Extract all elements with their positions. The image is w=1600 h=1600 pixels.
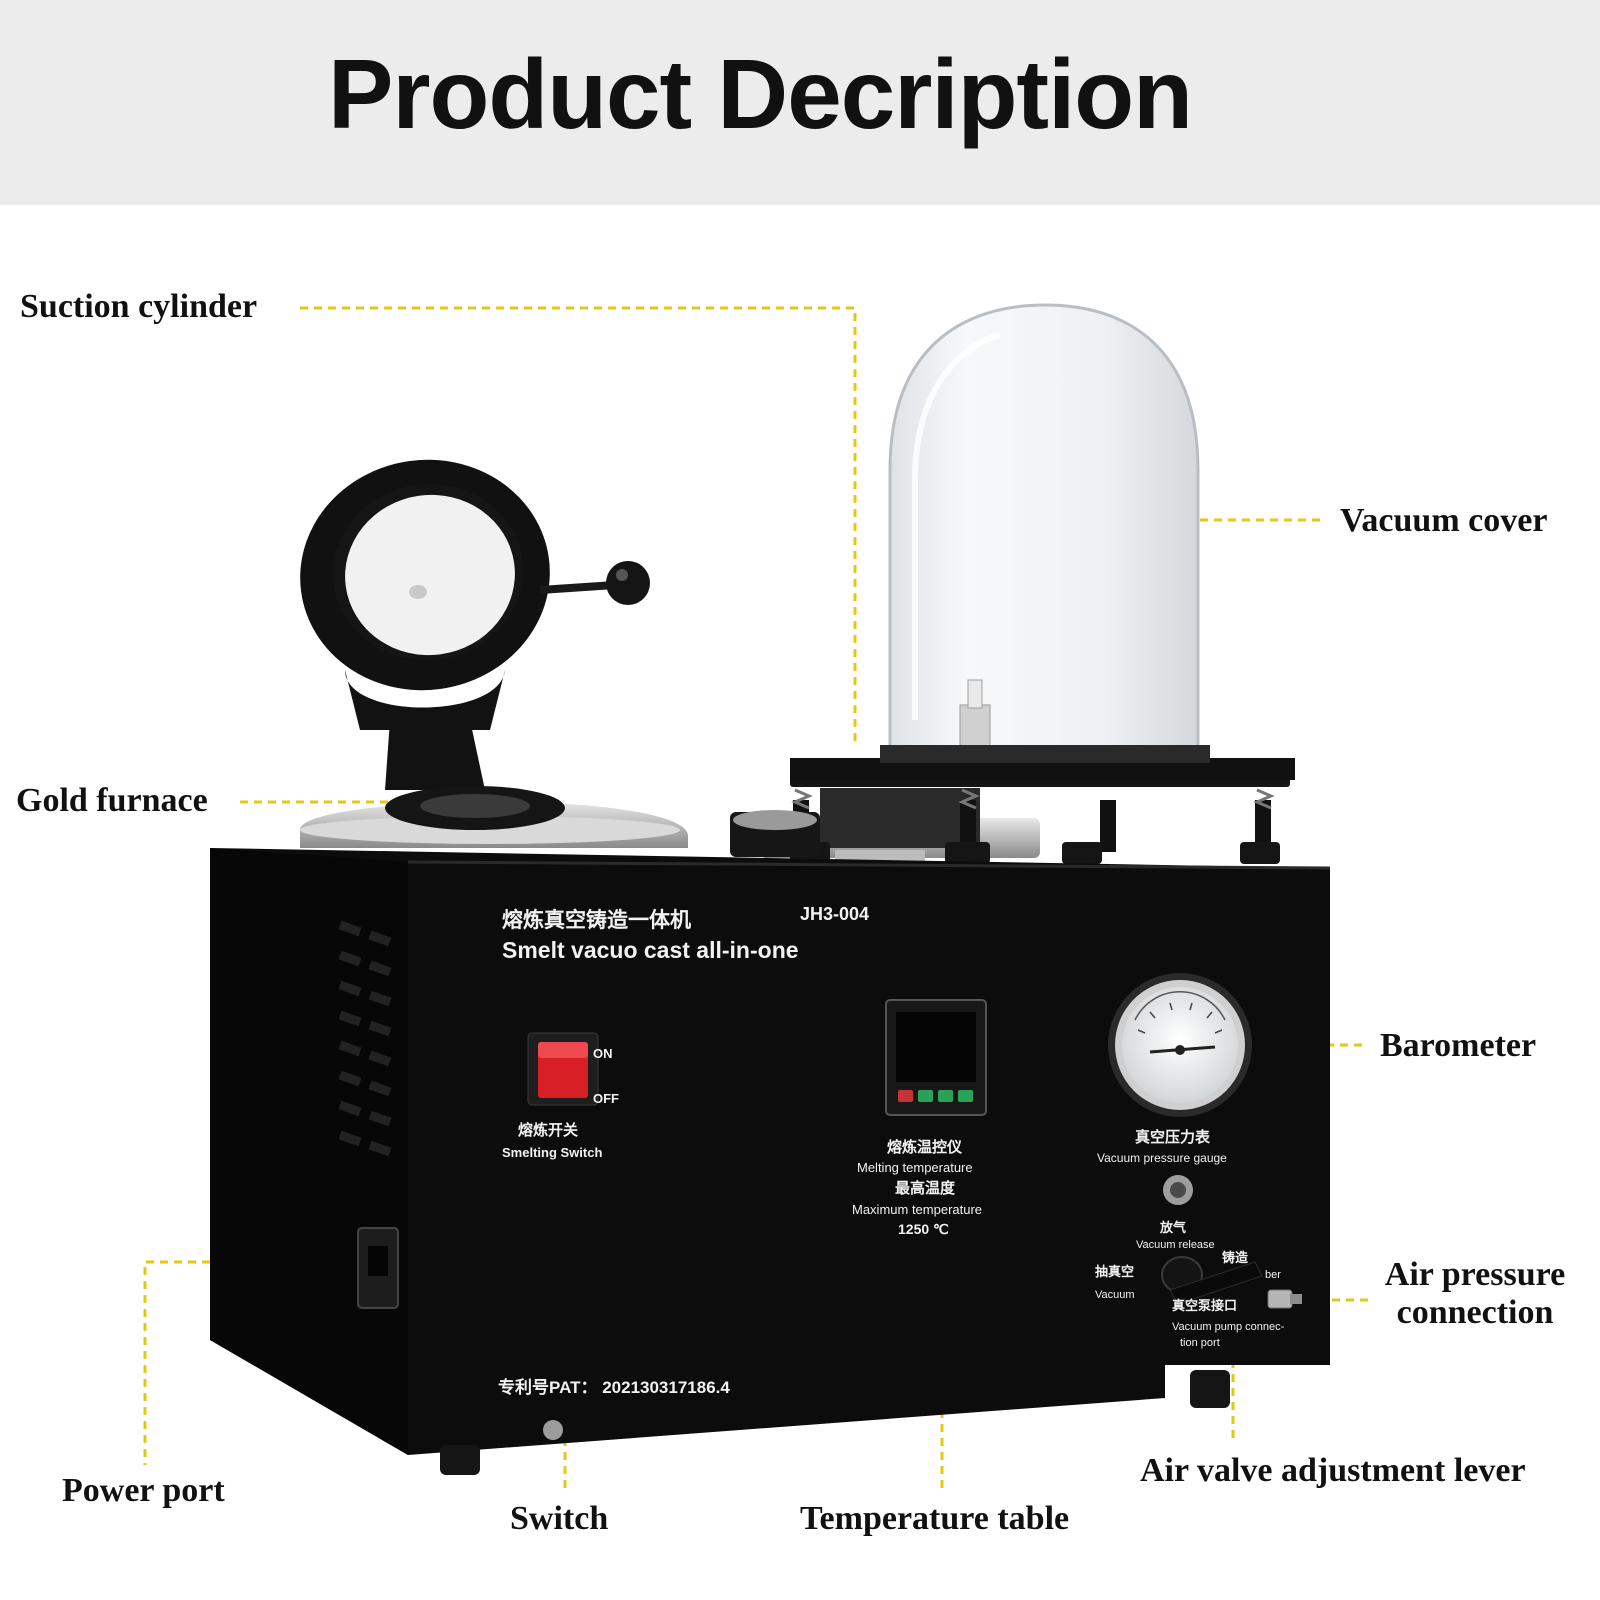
casting-label-cn: 铸造 [1222, 1250, 1249, 1265]
release-label-en: Vacuum release [1136, 1239, 1215, 1251]
switch-on-label: ON [593, 1046, 613, 1061]
dome-base [880, 745, 1210, 763]
vacuum-label-en: Vacuum [1095, 1289, 1135, 1301]
label-switch: Switch [510, 1500, 609, 1537]
vacuum-cover [888, 303, 1200, 754]
label-power-port: Power port [62, 1472, 225, 1509]
label-vacuum-cover: Vacuum cover [1340, 502, 1548, 539]
chamber-label-en: ber [1265, 1269, 1281, 1281]
switch-label-en: Smelting Switch [502, 1145, 602, 1160]
panel-title-cn: 熔炼真空铸造一体机 [502, 908, 691, 932]
max-temp-cn: 最高温度 [895, 1179, 956, 1197]
temp-label-cn: 熔炼温控仪 [887, 1138, 963, 1156]
air-valve-lever[interactable]: 抽真空 Vacuum 铸造 ber 真空泵接口 Vacuum pump conn… [1095, 1250, 1285, 1349]
gauge-label-en: Vacuum pressure gauge [1097, 1151, 1227, 1165]
label-air-pressure-connection: Air pressure connection [1370, 1256, 1580, 1332]
patent-number: 专利号PAT： 202130317186.4 [498, 1377, 730, 1397]
page-title: Product Decription [327, 39, 1193, 149]
label-air-pressure-line2: connection [1396, 1294, 1554, 1331]
vacuum-release-valve[interactable]: 放气 Vacuum release [1136, 1175, 1215, 1251]
header-band [0, 0, 1600, 205]
max-temp-en: Maximum temperature [852, 1202, 982, 1217]
temp-label-en: Melting temperature [857, 1160, 973, 1175]
label-air-valve-adjustment-lever: Air valve adjustment lever [1140, 1452, 1526, 1489]
smelting-switch[interactable]: ON OFF 熔炼开关 Smelting Switch [502, 1032, 619, 1160]
pump-port-en-2: tion port [1180, 1337, 1220, 1349]
release-label-cn: 放气 [1159, 1220, 1186, 1235]
gold-furnace [300, 459, 688, 848]
vacuum-label-cn: 抽真空 [1095, 1264, 1134, 1279]
power-port [357, 1227, 399, 1309]
switch-label-cn: 熔炼开关 [518, 1121, 578, 1139]
barometer: 真空压力表 Vacuum pressure gauge [1097, 973, 1252, 1165]
switch-off-label: OFF [593, 1091, 619, 1106]
label-suction-cylinder: Suction cylinder [20, 288, 258, 325]
platform-plate [790, 758, 1295, 780]
label-temperature-table: Temperature table [800, 1500, 1070, 1537]
air-pressure-connector [1267, 1289, 1302, 1309]
label-gold-furnace: Gold furnace [16, 782, 208, 819]
gauge-label-cn: 真空压力表 [1135, 1128, 1211, 1146]
label-air-pressure-line1: Air pressure [1384, 1256, 1566, 1293]
label-barometer: Barometer [1380, 1027, 1537, 1064]
temperature-controller: 熔炼温控仪 Melting temperature 最高温度 Maximum t… [852, 999, 987, 1237]
panel-title-en: Smelt vacuo cast all-in-one [502, 937, 799, 963]
max-temp-value: 1250 ℃ [898, 1221, 949, 1237]
pump-port-en-1: Vacuum pump connec- [1172, 1321, 1285, 1333]
panel-title: 熔炼真空铸造一体机 JH3-004 Smelt vacuo cast all-i… [502, 904, 869, 963]
pump-port-cn: 真空泵接口 [1172, 1298, 1237, 1313]
suction-cylinder-line [300, 306, 857, 745]
panel-model: JH3-004 [800, 904, 869, 924]
